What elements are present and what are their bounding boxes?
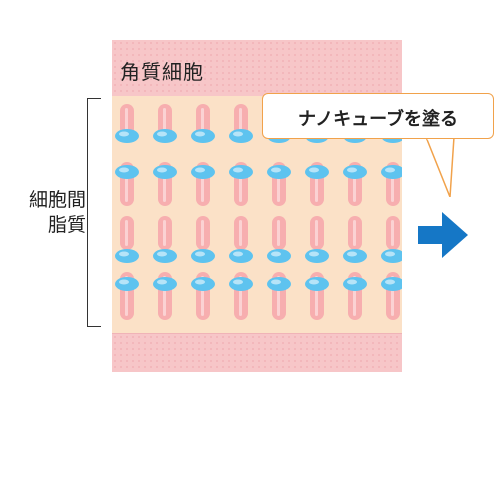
lipid-head-highlight xyxy=(195,251,205,257)
lipid-head-highlight xyxy=(271,167,281,173)
lipid-tail-highlight xyxy=(163,108,166,134)
lipid-tail-highlight xyxy=(353,220,356,246)
lipid-tail-highlight xyxy=(163,220,166,246)
corneocyte-layer-bottom xyxy=(112,333,402,372)
lipid-tail-highlight xyxy=(201,108,204,134)
callout-box xyxy=(262,93,494,139)
lipid-tail-highlight xyxy=(201,220,204,246)
lipid-head-highlight xyxy=(271,279,281,285)
lipid-tail-highlight xyxy=(125,108,128,134)
lipid-head-highlight xyxy=(157,131,167,137)
lipid-head-highlight xyxy=(347,251,357,257)
intercellular-lipid-label-line2: 脂質 xyxy=(47,214,86,236)
lipid-head-highlight xyxy=(119,251,129,257)
lipid-bracket xyxy=(87,98,101,327)
lipid-tail-highlight xyxy=(277,220,280,246)
lipid-tail xyxy=(120,216,134,250)
lipid-tail-highlight xyxy=(239,108,242,134)
callout-text: ナノキューブを塗る xyxy=(297,109,459,130)
lipid-head-highlight xyxy=(385,167,395,173)
lipid-head-highlight xyxy=(385,279,395,285)
lipid-head-highlight xyxy=(119,131,129,137)
lipid-head-highlight xyxy=(347,279,357,285)
lipid-tail xyxy=(272,216,286,250)
lipid-head-highlight xyxy=(271,251,281,257)
lipid-head-highlight xyxy=(157,251,167,257)
lipid-head-highlight xyxy=(347,167,357,173)
corneocyte-layer-top xyxy=(112,40,402,97)
lipid-head-highlight xyxy=(119,279,129,285)
lipid-head-highlight xyxy=(233,251,243,257)
lipid-tail xyxy=(196,216,210,250)
lipid-tail xyxy=(310,216,324,250)
lipid-head-highlight xyxy=(309,279,319,285)
lipid-tail xyxy=(348,216,362,250)
callout-tail xyxy=(425,137,455,197)
lipid-head-highlight xyxy=(309,167,319,173)
lipid-head-highlight xyxy=(233,279,243,285)
corneocyte-label: 角質細胞 xyxy=(120,60,204,84)
lipid-tail-highlight xyxy=(315,220,318,246)
lipid-head-highlight xyxy=(309,251,319,257)
intercellular-lipid-label-line1: 細胞間 xyxy=(28,189,86,211)
lipid-head-highlight xyxy=(385,251,395,257)
lipid-head-highlight xyxy=(233,131,243,137)
lipid-head-highlight xyxy=(195,167,205,173)
lipid-head-highlight xyxy=(157,167,167,173)
lipid-tail-highlight xyxy=(239,220,242,246)
lipid-tail xyxy=(234,216,248,250)
lipid-tail-highlight xyxy=(391,220,394,246)
intercellular-lipid-label: 細胞間 脂質 xyxy=(0,188,86,238)
lipid-tail xyxy=(386,216,400,250)
lipid-tail-highlight xyxy=(125,220,128,246)
lipid-head-highlight xyxy=(195,279,205,285)
arrow-right-icon xyxy=(418,212,468,258)
lipid-tail xyxy=(158,216,172,250)
lipid-head-highlight xyxy=(119,167,129,173)
lipid-head-highlight xyxy=(233,167,243,173)
lipid-head-highlight xyxy=(157,279,167,285)
lipid-head-highlight xyxy=(195,131,205,137)
